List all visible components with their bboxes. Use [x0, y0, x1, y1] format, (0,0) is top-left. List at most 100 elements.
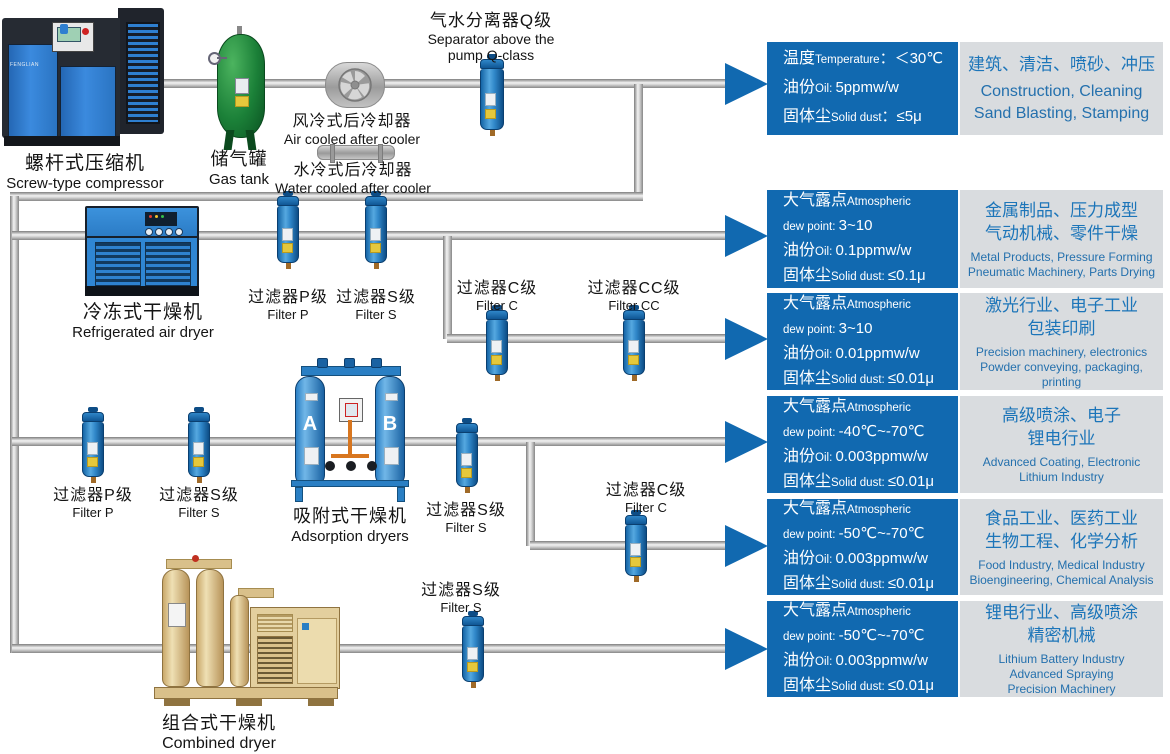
spec-line: 油份Oil: 0.1ppmw/w: [783, 239, 958, 264]
filter-c-3-label-en: Filter C: [476, 298, 518, 313]
valve-icon: [346, 461, 356, 471]
spec-text: dew point:: [783, 221, 839, 233]
pipe: [140, 79, 730, 88]
spec-text: 3~10: [838, 319, 873, 337]
pipe: [526, 442, 535, 546]
spec-text: 3~10: [838, 217, 873, 234]
spec-text: Oil:: [815, 246, 836, 258]
spec-text: Atmospheric: [847, 196, 911, 208]
spec-text: ≤0.01μ: [887, 369, 934, 387]
spec-text: ：≤5μ: [881, 108, 922, 125]
spec-text: ：＜30℃: [879, 50, 944, 67]
spec-text: 固体尘: [783, 575, 832, 592]
compressor-label-zh: 螺杆式压缩机: [24, 153, 145, 174]
spec-line: 固体尘Solid dust: ≤0.01μ: [783, 674, 958, 699]
spec-text: 大气露点: [783, 192, 848, 209]
filter-s-4-label-zh: 过滤器S级: [159, 487, 239, 504]
flow-arrow-6: [725, 627, 768, 670]
filter-c-3-icon: [486, 305, 508, 381]
separator-label-en: Separator above the: [427, 31, 555, 47]
compressor-side-panel: [118, 8, 164, 134]
spec-text: ≤0.1μ: [887, 267, 926, 284]
filter-s-4-label-en: Filter S: [178, 505, 220, 520]
filter-p-2-icon: [277, 191, 299, 269]
spec-line: 大气露点Atmospheric: [783, 497, 958, 522]
filter-cc-3-icon: [623, 305, 645, 381]
spec-line: dew point: -50℃~-70℃: [783, 522, 958, 547]
spec-text: Solid dust:: [831, 476, 888, 489]
app-text-en: Sand Blasting, Stamping: [973, 104, 1150, 122]
spec-text: 0.01ppmw/w: [835, 344, 920, 362]
filter-cc-3-label-zh: 过滤器CC级: [587, 280, 681, 297]
spec-text: Temperature: [815, 54, 880, 66]
separator-label-zh: 气水分离器Q级: [429, 11, 553, 30]
pipe: [634, 84, 643, 196]
app-text-en: Metal Products, Pressure Forming: [970, 249, 1153, 264]
spec-text: Atmospheric: [847, 504, 911, 516]
adsorption-control-box: [339, 398, 363, 422]
app-text-en: Advanced Coating, Electronic: [982, 455, 1141, 469]
app-text-zh: 生物工程、化学分析: [985, 531, 1138, 551]
combined-tower-3: [230, 595, 249, 687]
adsorption-tower-a: A: [295, 376, 325, 486]
spec-line: 固体尘Solid dust: ≤0.01μ: [783, 572, 958, 597]
spec-text: ≤0.01μ: [887, 575, 934, 592]
spec-line: 油份Oil: 5ppmw/w: [783, 74, 958, 103]
spec-text: 油份: [783, 79, 816, 96]
filter-s-4b-icon: [456, 418, 478, 493]
separator-filter-icon: [480, 54, 504, 136]
gas-tank-label-zh: 储气罐: [210, 149, 268, 169]
spec-line: dew point: 3~10: [783, 317, 958, 342]
spec-text: Atmospheric: [847, 401, 911, 414]
spec-line: 油份Oil: 0.003ppmw/w: [783, 547, 958, 572]
valve-icon: [192, 555, 199, 562]
spec-line: 固体尘Solid dust: ≤0.1μ: [783, 264, 958, 289]
combined-tower-2: [196, 569, 224, 687]
spec-text: 固体尘: [783, 369, 832, 387]
tower-b-label: B: [382, 413, 398, 435]
spec-text: -50℃~-70℃: [838, 627, 925, 644]
spec-text: Oil:: [815, 83, 836, 95]
flow-arrow-1: [725, 62, 768, 105]
filter-s-6-icon: [462, 611, 484, 688]
app-text-zh: 包装印刷: [1027, 318, 1096, 338]
spec-text: Solid dust:: [831, 681, 888, 693]
spec-text: Atmospheric: [847, 298, 911, 311]
app-text-en: Bioengineering, Chemical Analysis: [969, 572, 1154, 587]
spec-text: 0.1ppmw/w: [835, 242, 912, 259]
spec-text: 大气露点: [783, 602, 848, 619]
spec-line: 大气露点Atmospheric: [783, 292, 958, 317]
filter-c-3-label-zh: 过滤器C级: [456, 280, 538, 297]
spec-text: 油份: [783, 344, 816, 362]
app-text-zh: 建筑、清洁、喷砂、冲压: [968, 54, 1155, 74]
combined-cabinet: [250, 607, 340, 689]
adsorption-dryer-label-zh: 吸附式干燥机: [293, 506, 407, 526]
pipe: [10, 192, 643, 201]
spec-line: 温度Temperature：＜30℃: [783, 45, 958, 74]
spec-text: ≤0.01μ: [887, 677, 934, 694]
flow-arrow-2: [725, 214, 768, 257]
filter-c-5-label-zh: 过滤器C级: [605, 482, 687, 499]
filter-s-2-label-zh: 过滤器S级: [336, 289, 416, 306]
spec-text: dew point:: [783, 323, 839, 336]
water-cooled-after-cooler-graphic: [317, 144, 395, 163]
filter-p-4-label-zh: 过滤器P级: [53, 487, 133, 504]
filter-p-2-label-en: Filter P: [267, 307, 309, 322]
app-text-en: Powder conveying, packaging, printing: [980, 359, 1143, 389]
filter-s-2-label-en: Filter S: [355, 307, 397, 322]
app-text-en: Precision machinery, electronics: [975, 344, 1148, 359]
spec-text: 0.003ppmw/w: [835, 447, 929, 465]
compressor-front-panel: FENGLIAN: [2, 18, 120, 146]
spec-text: 0.003ppmw/w: [835, 652, 929, 669]
